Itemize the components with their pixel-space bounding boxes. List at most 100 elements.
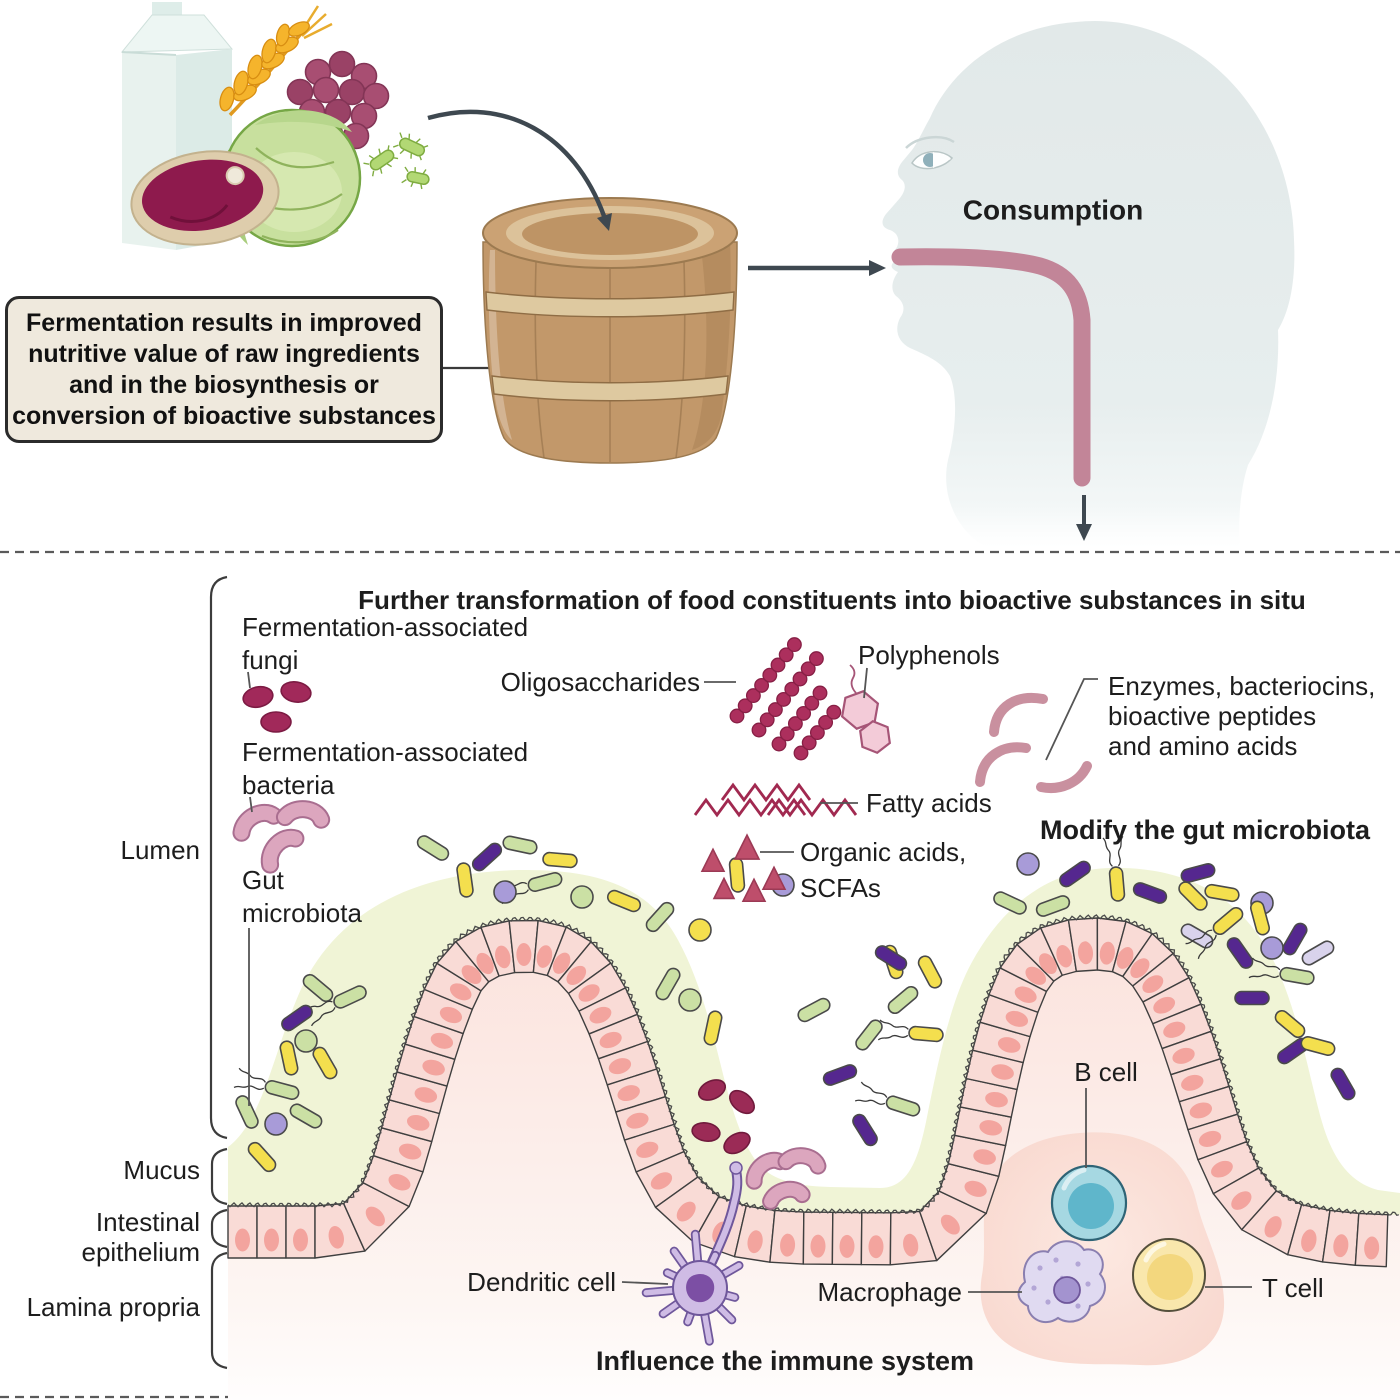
cell-nucleus bbox=[997, 1037, 1021, 1053]
cell-nucleus bbox=[1172, 1047, 1195, 1064]
esophagus-icon bbox=[891, 248, 1091, 487]
ferment-bacterium-icon bbox=[260, 828, 305, 874]
head-silhouette bbox=[882, 20, 1295, 549]
cell-nucleus bbox=[328, 1225, 344, 1249]
anaerobe-oval-icon bbox=[729, 1089, 755, 1115]
anaerobe-oval-icon bbox=[723, 1131, 751, 1155]
bacterium-icon bbox=[264, 1112, 288, 1136]
t-cell-label: T cell bbox=[1262, 1272, 1324, 1303]
cell-nucleus bbox=[461, 965, 482, 985]
enzymes-icon bbox=[975, 692, 1092, 793]
bacterium-icon bbox=[570, 885, 594, 909]
cell-nucleus bbox=[1130, 958, 1150, 979]
cell-nucleus bbox=[1116, 947, 1134, 969]
bacterium-icon bbox=[678, 988, 702, 1012]
fungi-label: fungi bbox=[242, 644, 299, 675]
swallow-down-arrow bbox=[1076, 495, 1092, 541]
anaerobe-oval-icon bbox=[697, 1079, 727, 1101]
bacterium-icon bbox=[1180, 862, 1216, 884]
bacterium-icon bbox=[1330, 1067, 1356, 1101]
cell-nucleus bbox=[617, 1085, 640, 1102]
section-title: Further transformation of food constitue… bbox=[358, 584, 1306, 615]
cell-nucleus bbox=[1163, 1021, 1186, 1038]
cell-nucleus bbox=[1005, 1010, 1029, 1027]
cell-nucleus bbox=[449, 983, 472, 1001]
ferment-bacteria-label: bacteria bbox=[242, 769, 335, 800]
lamina-bracket bbox=[210, 1251, 228, 1370]
oligosaccharide-chain-icon bbox=[729, 637, 802, 724]
fatty-acid-zigzag-icon bbox=[766, 797, 858, 818]
bacterium-icon bbox=[655, 967, 681, 1001]
ferment-bacterium-icon bbox=[232, 803, 283, 842]
note-line: Fermentation results in improved bbox=[26, 308, 422, 337]
bacterium-icon bbox=[1059, 860, 1091, 888]
influence-immune-heading: Influence the immune system bbox=[595, 1346, 975, 1377]
fatty-acids-label: Fatty acids bbox=[866, 787, 992, 818]
bacterium-icon bbox=[645, 901, 675, 933]
bean-bacterium-icon bbox=[762, 1180, 811, 1210]
flagellated-bacterium-icon bbox=[877, 1019, 944, 1043]
bacterium-icon bbox=[471, 842, 503, 872]
oligosaccharide-chain-icon bbox=[771, 685, 828, 752]
modify-microbiota-heading: Modify the gut microbiota bbox=[1040, 815, 1370, 846]
meat-icon bbox=[130, 150, 280, 246]
bacterium-icon bbox=[728, 857, 746, 893]
cell-nucleus bbox=[608, 1058, 632, 1075]
cell-nucleus bbox=[676, 1201, 696, 1222]
cell-nucleus bbox=[1181, 1074, 1204, 1091]
cell-nucleus bbox=[991, 1064, 1014, 1080]
bacterium-icon bbox=[1301, 940, 1335, 966]
bacterium-icon bbox=[1282, 922, 1308, 956]
barrel-to-mouth-arrow bbox=[748, 260, 886, 276]
b-cell-label: B cell bbox=[1074, 1056, 1138, 1087]
scfa-triangle-icon bbox=[741, 877, 767, 903]
lumen-label: Lumen bbox=[120, 834, 201, 865]
bacterium-icon bbox=[502, 835, 538, 855]
cell-nucleus bbox=[536, 945, 553, 968]
polyphenol-hexagon-icon bbox=[840, 690, 880, 730]
bacterium-icon bbox=[797, 997, 831, 1023]
cell-nucleus bbox=[1099, 941, 1115, 965]
cell-nucleus bbox=[476, 952, 494, 975]
bacterium-icon bbox=[1132, 882, 1168, 904]
bacterium-icon bbox=[917, 955, 943, 989]
bacterium-icon bbox=[1016, 852, 1040, 876]
cell-nucleus bbox=[495, 945, 511, 969]
brush-border-line bbox=[227, 914, 1399, 1217]
intestinal-epithelium-label: Intestinal bbox=[95, 1206, 200, 1237]
cell-nucleus bbox=[599, 1031, 622, 1049]
bacterium-icon bbox=[1226, 937, 1254, 969]
oligosaccharide-chain-icon bbox=[793, 704, 842, 761]
cell-nucleus bbox=[1301, 1229, 1317, 1253]
food-to-barrel-arrow bbox=[427, 109, 612, 231]
cell-nucleus bbox=[566, 965, 587, 985]
polyphenols-icon bbox=[840, 664, 891, 755]
cell-nucleus bbox=[264, 1228, 279, 1252]
cell-nucleus bbox=[839, 1234, 855, 1258]
anaerobe-oval-icon bbox=[691, 1122, 721, 1142]
bean-bacterium-icon bbox=[745, 1151, 789, 1190]
cell-nucleus bbox=[578, 984, 600, 1002]
cell-nucleus bbox=[1211, 1160, 1233, 1178]
organic-acids-label: SCFAs bbox=[800, 872, 881, 903]
scfa-triangle-icon bbox=[712, 876, 736, 900]
bacterium-icon bbox=[456, 862, 474, 898]
fermentation-microbe-icons bbox=[232, 681, 331, 874]
bacterium-icon bbox=[822, 1064, 858, 1086]
cell-nucleus bbox=[1038, 953, 1057, 975]
gut-microbiota-label: microbiota bbox=[242, 897, 362, 928]
cell-nucleus bbox=[293, 1228, 308, 1252]
flagellated-bacterium-icon bbox=[1185, 906, 1244, 959]
bacterium-icon bbox=[312, 1046, 338, 1080]
fatty-acid-zigzag-icon bbox=[720, 782, 812, 803]
cell-nucleus bbox=[1264, 1216, 1282, 1238]
cell-nucleus bbox=[1189, 1102, 1213, 1119]
bacterium-icon bbox=[281, 1004, 313, 1032]
flagellated-bacterium-icon bbox=[854, 1081, 921, 1117]
cell-nucleus bbox=[414, 1087, 438, 1103]
bacterium-icon bbox=[289, 1103, 323, 1129]
cell-nucleus bbox=[1142, 975, 1164, 994]
cell-nucleus bbox=[985, 1091, 1008, 1108]
intestinal-epithelium-cells bbox=[227, 914, 1399, 1268]
cell-nucleus bbox=[552, 952, 571, 974]
